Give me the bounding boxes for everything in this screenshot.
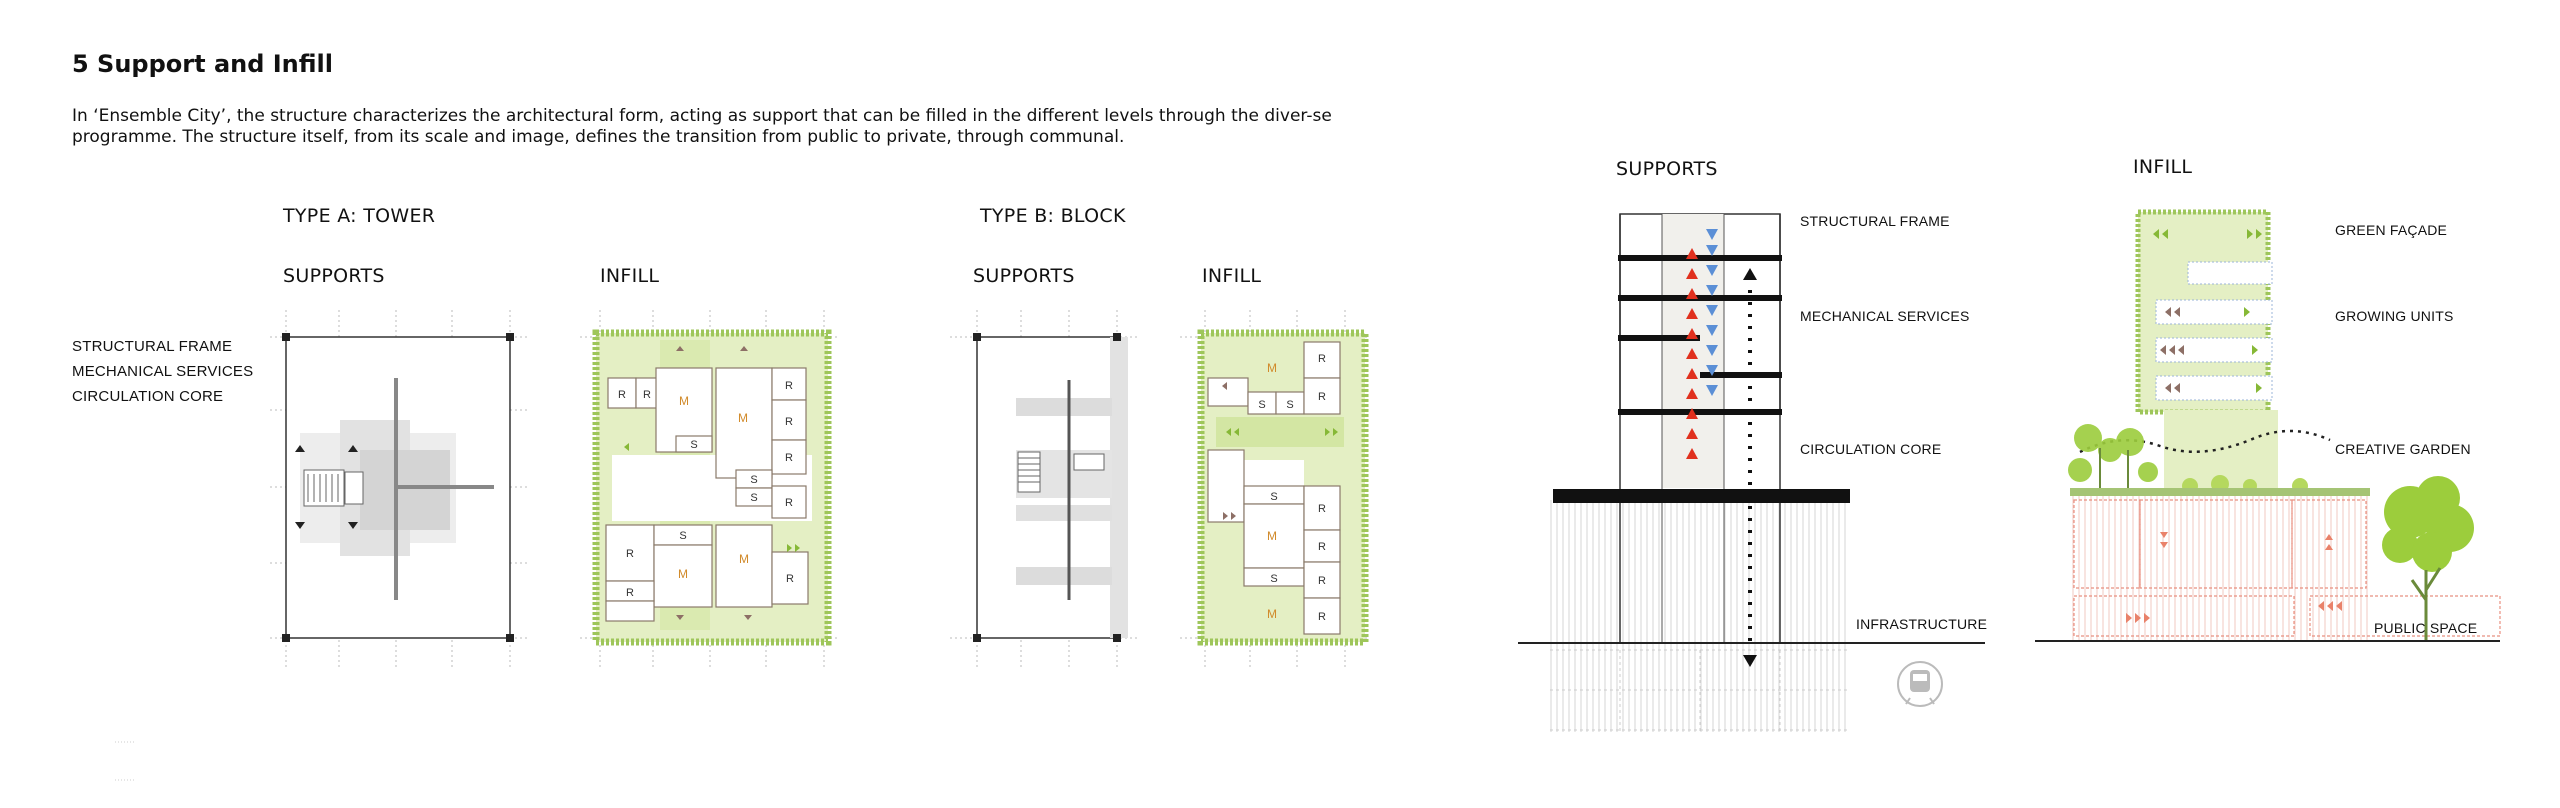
svg-text:R: R bbox=[1318, 391, 1326, 403]
metro-icon bbox=[1897, 661, 1943, 707]
label-growing-units: GROWING UNITS bbox=[2335, 308, 2454, 324]
svg-text:M: M bbox=[1267, 529, 1277, 543]
svg-text:S: S bbox=[750, 474, 757, 486]
svg-text:M: M bbox=[1267, 607, 1277, 621]
svg-text:R: R bbox=[1318, 611, 1326, 623]
label-creative-garden: CREATIVE GARDEN bbox=[2335, 441, 2471, 457]
type-b-title: TYPE B: BLOCK bbox=[980, 205, 1126, 227]
intro-paragraph: In ‘Ensemble City’, the structure charac… bbox=[72, 106, 1332, 147]
svg-text:R: R bbox=[785, 452, 793, 464]
svg-text:S: S bbox=[1270, 491, 1277, 503]
legend-structural-frame: STRUCTURAL FRAME bbox=[72, 338, 233, 355]
legend-mechanical-services: MECHANICAL SERVICES bbox=[72, 363, 254, 380]
legend-circulation-core: CIRCULATION CORE bbox=[72, 388, 224, 405]
svg-text:R: R bbox=[626, 587, 634, 599]
room-m-label: M bbox=[739, 552, 749, 566]
block-infill-title: INFILL bbox=[1202, 265, 1262, 287]
section-supports-title: SUPPORTS bbox=[1616, 158, 1718, 180]
svg-text:R: R bbox=[643, 389, 651, 401]
page-title: 5 Support and Infill bbox=[72, 50, 334, 78]
label-circulation-core: CIRCULATION CORE bbox=[1800, 441, 1942, 457]
svg-text:M: M bbox=[1267, 361, 1277, 375]
svg-text:R: R bbox=[1318, 575, 1326, 587]
room-m-label: M bbox=[679, 394, 689, 408]
svg-text:R: R bbox=[1318, 503, 1326, 515]
svg-text:R: R bbox=[1318, 353, 1326, 365]
svg-text:S: S bbox=[1270, 573, 1277, 585]
section-infill bbox=[2035, 209, 2501, 642]
label-infrastructure: INFRASTRUCTURE bbox=[1856, 616, 1988, 632]
room-m-label: M bbox=[678, 567, 688, 581]
svg-text:R: R bbox=[618, 389, 626, 401]
block-infill-plan: M M M R R R R R R S S S S bbox=[1180, 310, 1370, 668]
tower-supports-title: SUPPORTS bbox=[283, 265, 385, 287]
svg-text:R: R bbox=[785, 380, 793, 392]
svg-text:S: S bbox=[750, 492, 757, 504]
svg-text:S: S bbox=[1258, 399, 1265, 411]
tower-infill-title: INFILL bbox=[600, 265, 660, 287]
section-supports bbox=[1518, 213, 1985, 732]
label-structural-frame: STRUCTURAL FRAME bbox=[1800, 213, 1950, 229]
block-supports-plan bbox=[950, 310, 1140, 668]
svg-text:R: R bbox=[786, 573, 794, 585]
svg-text:S: S bbox=[690, 439, 697, 451]
svg-text:R: R bbox=[785, 416, 793, 428]
section-infill-title: INFILL bbox=[2133, 156, 2193, 178]
label-green-facade: GREEN FAÇADE bbox=[2335, 222, 2448, 238]
block-supports-title: SUPPORTS bbox=[973, 265, 1075, 287]
tower-supports-plan bbox=[270, 310, 530, 668]
room-m-label: M bbox=[738, 411, 748, 425]
svg-text:R: R bbox=[785, 497, 793, 509]
type-a-title: TYPE A: TOWER bbox=[283, 205, 436, 227]
svg-text:R: R bbox=[626, 548, 634, 560]
svg-text:S: S bbox=[679, 530, 686, 542]
label-mechanical-services: MECHANICAL SERVICES bbox=[1800, 308, 1970, 324]
svg-text:R: R bbox=[1318, 541, 1326, 553]
svg-text:S: S bbox=[1286, 399, 1293, 411]
